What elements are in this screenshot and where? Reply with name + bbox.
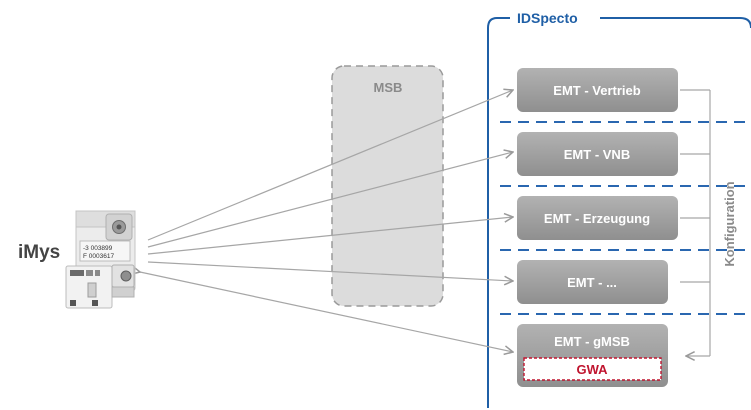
emt-unit-gmsb[interactable]: EMT - gMSB GWA xyxy=(517,324,668,387)
konfiguration-label: Konfiguration xyxy=(722,181,737,266)
gwa-label: GWA xyxy=(576,362,608,377)
msb-label: MSB xyxy=(374,80,403,95)
konfiguration-bracket xyxy=(680,89,711,356)
gwa-box: GWA xyxy=(523,357,662,381)
meter-line2: F 0003617 xyxy=(83,253,114,260)
emt-label-vertrieb: EMT - Vertrieb xyxy=(553,83,640,98)
emt-unit-dots[interactable]: EMT - ... xyxy=(517,260,668,304)
emt-unit-vnb[interactable]: EMT - VNB xyxy=(517,132,678,176)
emt-label-gmsb: EMT - gMSB xyxy=(554,334,630,349)
connectors xyxy=(140,90,513,352)
meter-line1: -3 003899 xyxy=(83,245,113,252)
idspecto-title: IDSpecto xyxy=(517,10,578,26)
device-label: iMys xyxy=(18,242,60,263)
connector-dots xyxy=(147,261,513,281)
meter-icon: -3 003899 F 0003617 xyxy=(65,210,136,309)
emt-label-dots: EMT - ... xyxy=(567,275,617,290)
imys-device: iMys -3 003899 F 0003617 xyxy=(18,210,136,309)
msb-box: MSB xyxy=(331,65,444,307)
emt-label-erzeugung: EMT - Erzeugung xyxy=(544,211,650,226)
connector-erzeugung xyxy=(147,217,513,255)
emt-unit-erzeugung[interactable]: EMT - Erzeugung xyxy=(517,196,678,240)
dividers xyxy=(500,121,751,315)
connector-gmsb xyxy=(140,272,513,352)
emt-unit-vertrieb[interactable]: EMT - Vertrieb xyxy=(517,68,678,112)
emt-label-vnb: EMT - VNB xyxy=(564,147,630,162)
connector-vnb xyxy=(147,152,513,248)
connector-vertrieb xyxy=(147,90,513,241)
